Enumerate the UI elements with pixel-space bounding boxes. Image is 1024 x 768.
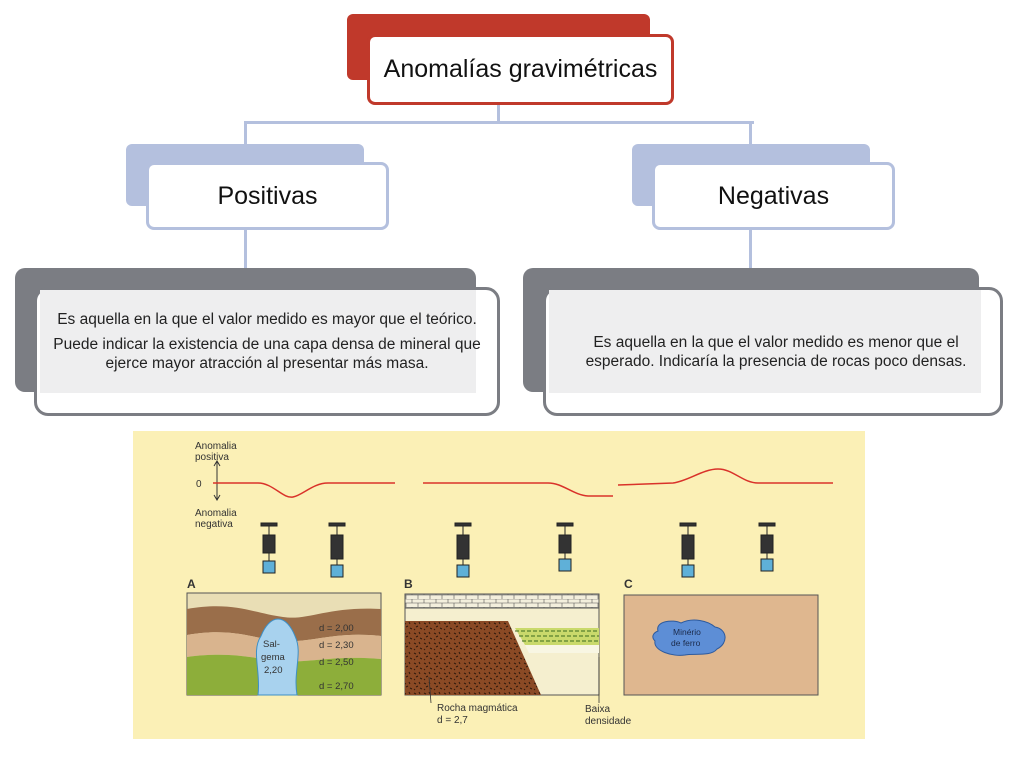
ore-label: Minério (673, 627, 701, 637)
connector-horizontal (244, 121, 754, 124)
salt-dome-label: Sal- (263, 639, 280, 650)
root-title: Anomalías gravimétricas (383, 55, 658, 83)
density-1: d = 2,00 (319, 623, 354, 634)
profile-c (617, 468, 833, 486)
positive-node: Positivas (146, 162, 389, 230)
positive-paragraph-2: Puede indicar la existencia de una capa … (53, 336, 481, 372)
profile-a (213, 482, 395, 498)
positive-desc-text: Es aquella en la que el valor medido es … (51, 310, 483, 379)
negative-desc-box: Es aquella en la que el valor medido es … (543, 287, 1003, 416)
density-2: d = 2,30 (319, 640, 354, 651)
low-density-label-2: densidade (585, 716, 632, 727)
positive-label: Positivas (217, 181, 318, 210)
connector-right-down (749, 121, 752, 145)
axis-negative-label-2: negativa (195, 519, 233, 530)
axis-positive-label-2: positiva (195, 452, 229, 463)
panel-c-letter: C (624, 577, 633, 591)
connector-left-to-text (244, 229, 247, 269)
positive-desc-panel (40, 290, 476, 393)
panel-a-letter: A (187, 577, 196, 591)
axis-zero-label: 0 (196, 479, 202, 490)
negative-desc-panel (549, 290, 981, 393)
gravity-illustration: Anomalia positiva 0 Anomalia negativa (133, 431, 865, 739)
axis-positive-label: Anomalia (195, 441, 237, 452)
salt-dome-label-3: 2,20 (264, 665, 283, 676)
gravimeters (260, 522, 776, 578)
density-4: d = 2,70 (319, 681, 354, 692)
positive-paragraph-1: Es aquella en la que el valor medido es … (57, 311, 477, 328)
panel-b: B Rocha magmática d = 2,7 Baixa densidad… (404, 577, 632, 727)
negative-label: Negativas (717, 181, 830, 210)
connector-right-to-text (749, 229, 752, 269)
negative-node: Negativas (652, 162, 895, 230)
panel-c: C Minério de ferro (623, 577, 819, 696)
negative-paragraph-1: Es aquella en la que el valor medido es … (585, 334, 967, 370)
rock-label: Rocha magmática (437, 703, 518, 714)
panel-a: A d = 2,00 d = 2,30 d = 2,50 d = 2,70 Sa… (186, 577, 382, 696)
connector-left-down (244, 121, 247, 145)
positive-desc-box: Es aquella en la que el valor medido es … (34, 287, 500, 416)
rock-density: d = 2,7 (437, 715, 468, 726)
profile-b (423, 482, 613, 497)
axis-negative-label: Anomalia (195, 508, 237, 519)
negative-desc-text: Es aquella en la que el valor medido es … (566, 333, 986, 377)
anomaly-axis: Anomalia positiva 0 Anomalia negativa (195, 441, 237, 530)
density-3: d = 2,50 (319, 657, 354, 668)
panel-b-letter: B (404, 577, 413, 591)
root-node: Anomalías gravimétricas (367, 34, 674, 105)
low-density-label: Baixa (585, 704, 610, 715)
ore-label-2: de ferro (671, 638, 701, 648)
salt-dome-label-2: gema (261, 652, 285, 663)
connector-root-down (497, 103, 500, 123)
